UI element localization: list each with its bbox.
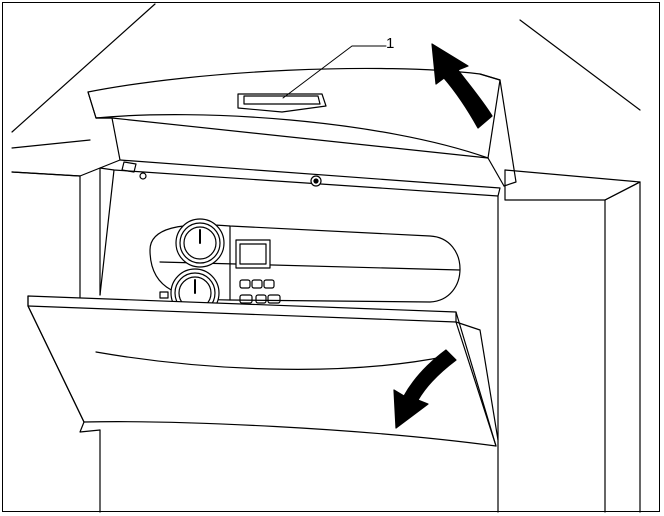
- upper-lid: [87, 67, 517, 187]
- arrow-up-icon: [431, 43, 493, 129]
- lower-flap: [27, 295, 499, 447]
- control-button-icon: [239, 279, 281, 304]
- rotary-knob-icon: [175, 218, 225, 268]
- display-screen-icon: [235, 239, 271, 269]
- arrow-down-icon: [393, 349, 457, 429]
- callout-leader: [282, 45, 387, 99]
- callout-number-1: 1: [386, 35, 395, 52]
- upper-rim: [99, 159, 501, 296]
- casing-outline: [11, 3, 641, 513]
